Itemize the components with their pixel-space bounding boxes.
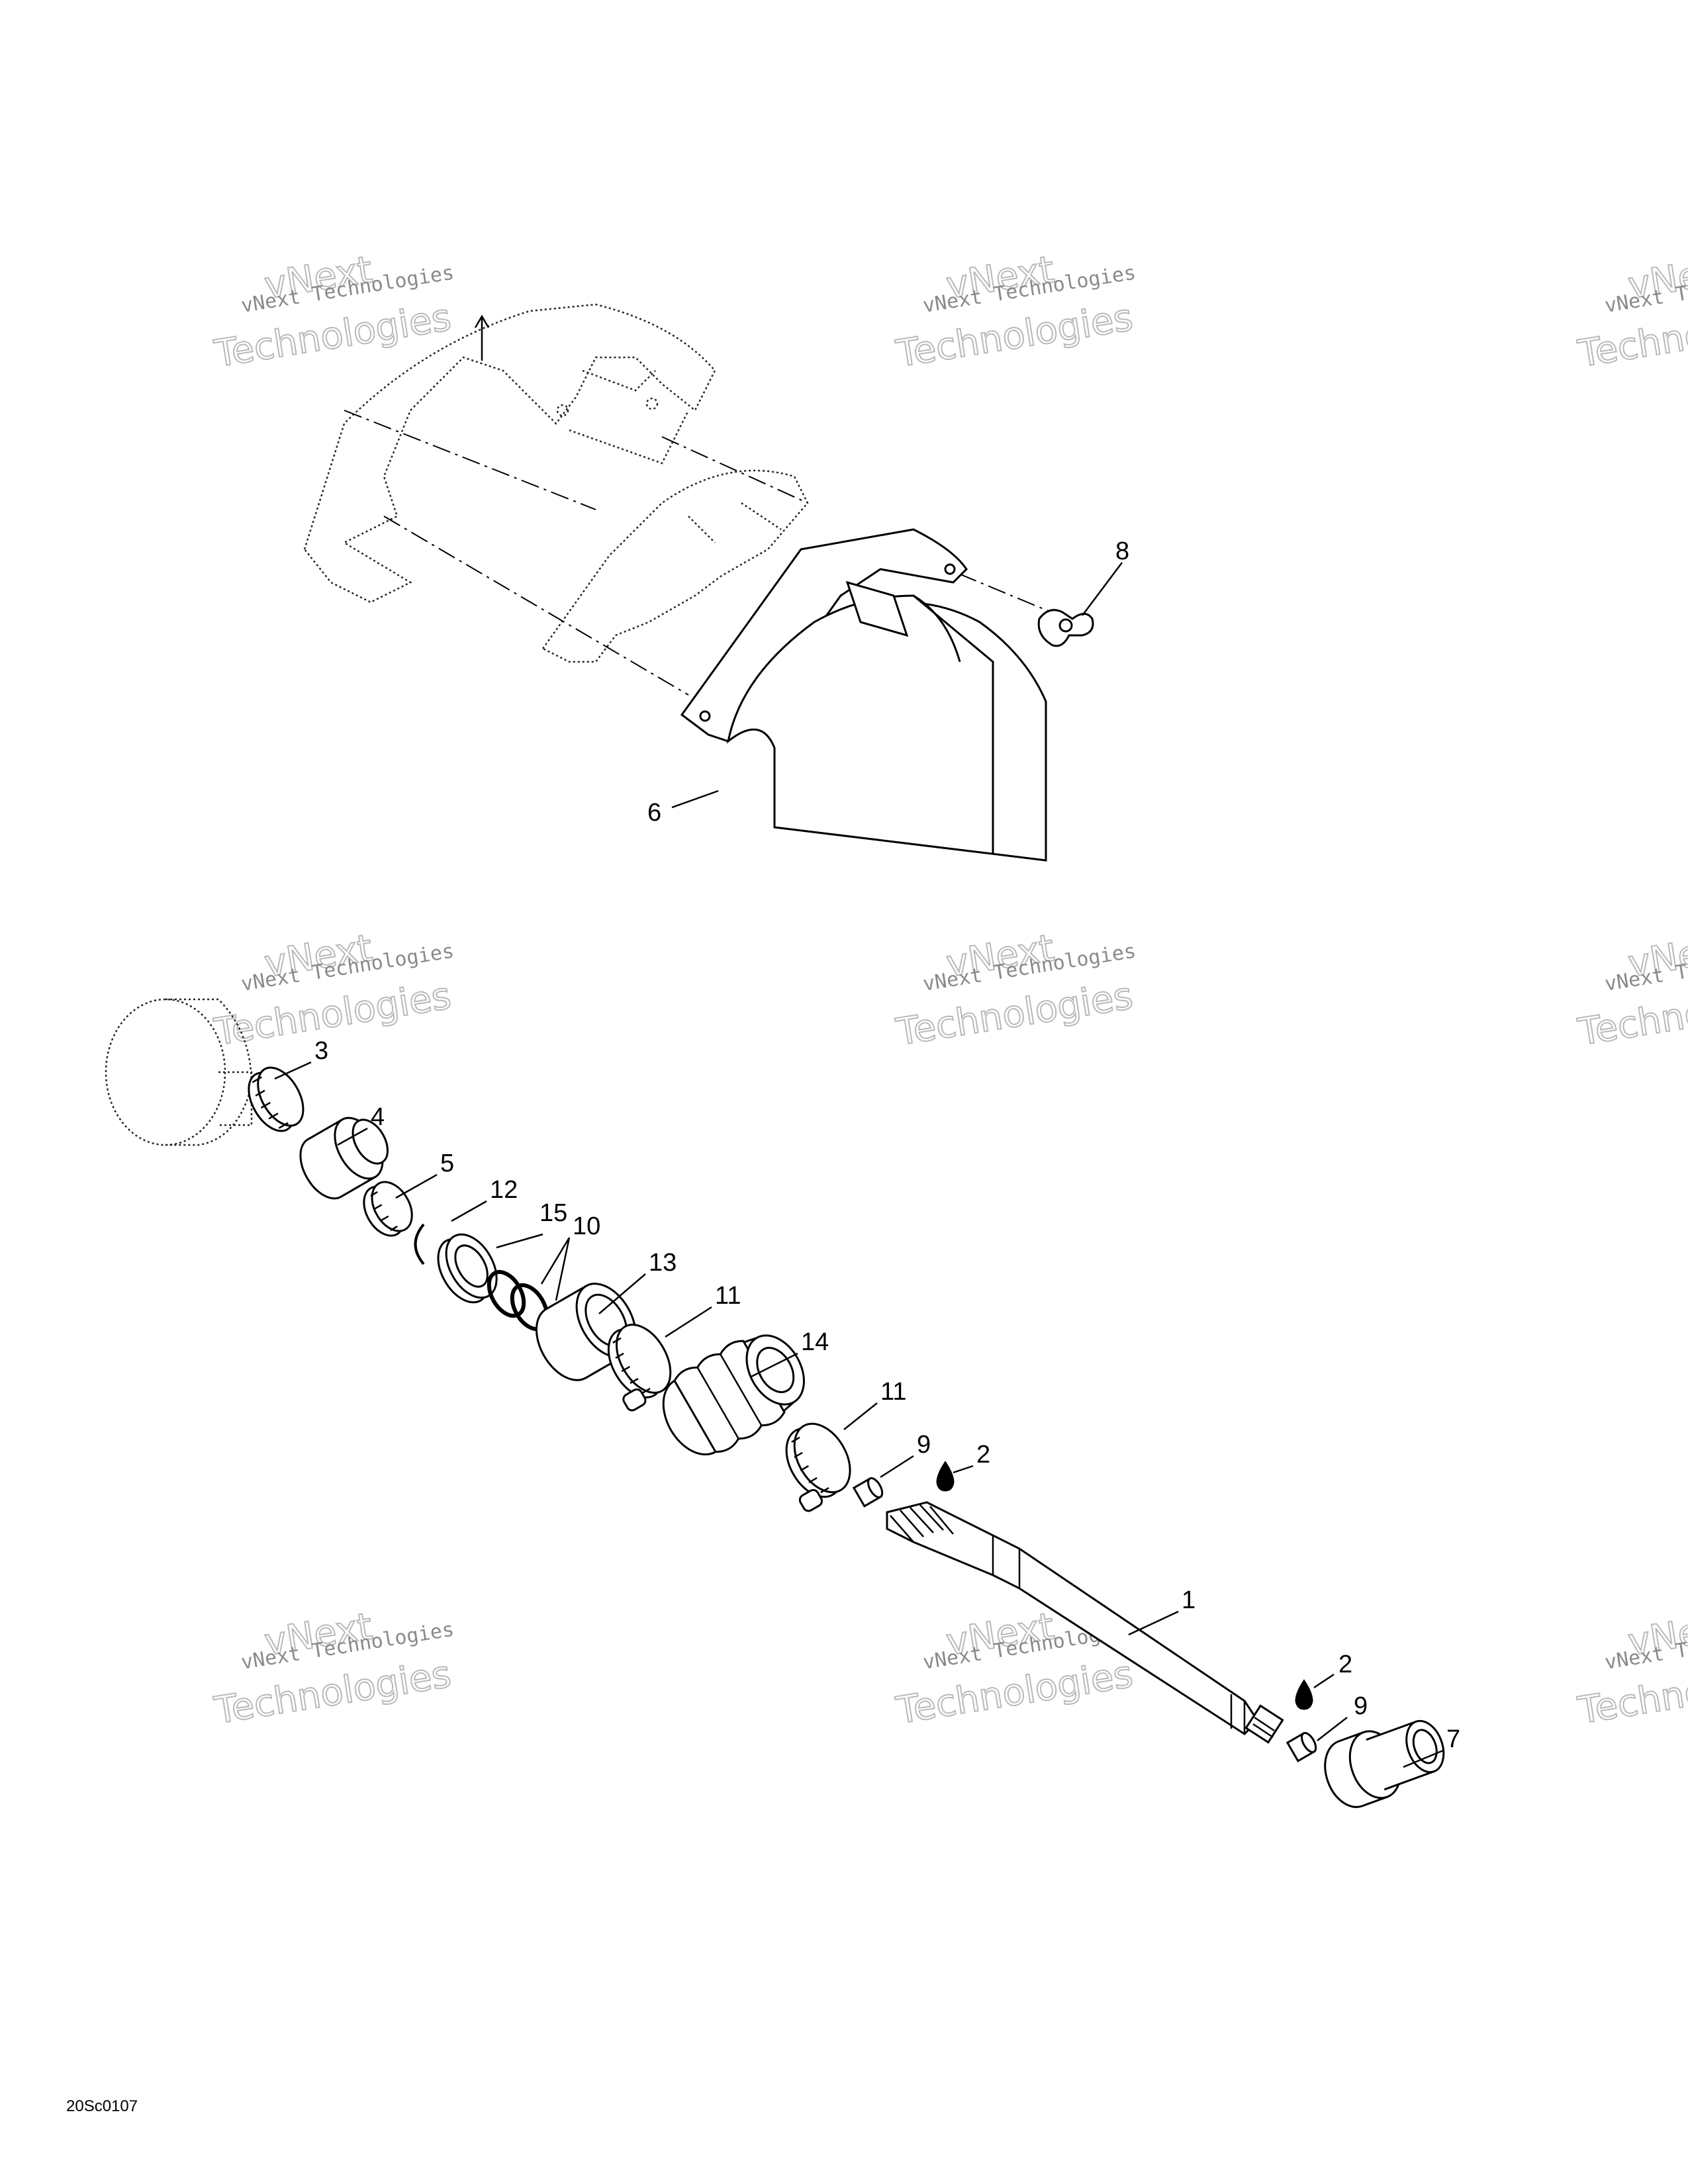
centerline — [900, 549, 1060, 616]
callout-14: 14 — [801, 1328, 829, 1356]
top-assembly — [303, 303, 1094, 862]
watermarks: vNext vNext Technologies Technologies vN… — [211, 248, 1688, 1733]
part-7-support — [1324, 1719, 1445, 1808]
part-4-bushing — [299, 1116, 389, 1200]
watermark: vNext vNext Technologies Technologies — [211, 1604, 455, 1733]
mounting-plate-ghost — [541, 469, 809, 663]
coupling-ghost — [218, 1071, 253, 1126]
part-15-seal — [437, 1233, 498, 1304]
part-11-clamp-lower — [785, 1422, 851, 1512]
callout-13: 13 — [649, 1249, 677, 1277]
part-1-driveshaft — [886, 1501, 1284, 1744]
callout-10: 10 — [573, 1212, 600, 1240]
arrow-up-icon — [474, 314, 490, 361]
callout-2-lower: 2 — [1338, 1651, 1352, 1678]
callout-1: 1 — [1182, 1586, 1196, 1614]
callout-9-lower: 9 — [1354, 1692, 1368, 1720]
plate-slots — [688, 502, 782, 543]
part-12-ring — [414, 1223, 425, 1265]
driveshaft-assembly — [105, 998, 1445, 1808]
callout-2-upper: 2 — [976, 1441, 990, 1469]
part-8-wing-nut — [1037, 609, 1094, 647]
engine-housing-ghost — [105, 998, 226, 1146]
watermark: vNext vNext Technologies Technologies — [892, 248, 1137, 377]
part-3-clamp — [248, 1066, 305, 1132]
callout-15: 15 — [539, 1199, 567, 1227]
part-2-lubricant-drop-lower — [1295, 1679, 1313, 1710]
watermark: vNext vNext Technologies Technologies — [1574, 1604, 1688, 1733]
callout-9-upper: 9 — [917, 1431, 931, 1459]
watermark: vNext vNext Technologies Technologies — [892, 926, 1137, 1055]
callout-3: 3 — [314, 1037, 328, 1065]
hull-bracket-ghost-inner — [569, 369, 690, 465]
callout-8: 8 — [1115, 537, 1129, 565]
part-6-guard — [680, 528, 1047, 862]
callout-7: 7 — [1446, 1725, 1460, 1753]
diagram-code: 20Sc0107 — [66, 2097, 138, 2115]
centerline — [383, 516, 689, 696]
part-14-boot — [662, 1334, 805, 1456]
watermark: vNext vNext Technologies Technologies — [1574, 248, 1688, 377]
callout-12: 12 — [490, 1176, 518, 1204]
part-5-collar — [363, 1181, 413, 1237]
part-9-plug-upper — [852, 1477, 884, 1508]
callout-11-lower: 11 — [880, 1378, 906, 1406]
callout-11-upper: 11 — [715, 1282, 741, 1310]
callouts: 8 6 3 4 5 12 15 10 13 11 14 11 9 2 1 2 9… — [314, 537, 1460, 1753]
centerline — [344, 410, 596, 510]
part-9-plug-lower — [1286, 1732, 1317, 1762]
hull-bracket-ghost — [303, 303, 716, 604]
callout-6: 6 — [647, 799, 661, 827]
part-11-clamp-upper — [607, 1324, 672, 1412]
leader-lines — [274, 562, 1444, 1768]
part-2-lubricant-drop-upper — [936, 1461, 955, 1492]
engine-housing-ghost-body — [165, 998, 253, 1146]
callout-5: 5 — [440, 1150, 454, 1177]
watermark: vNext vNext Technologies Technologies — [1574, 926, 1688, 1055]
callout-4: 4 — [371, 1103, 385, 1131]
watermark: vNext vNext Technologies Technologies — [211, 248, 455, 377]
bracket-hole — [556, 404, 569, 417]
centerline — [661, 436, 808, 504]
bracket-hole — [645, 397, 659, 410]
